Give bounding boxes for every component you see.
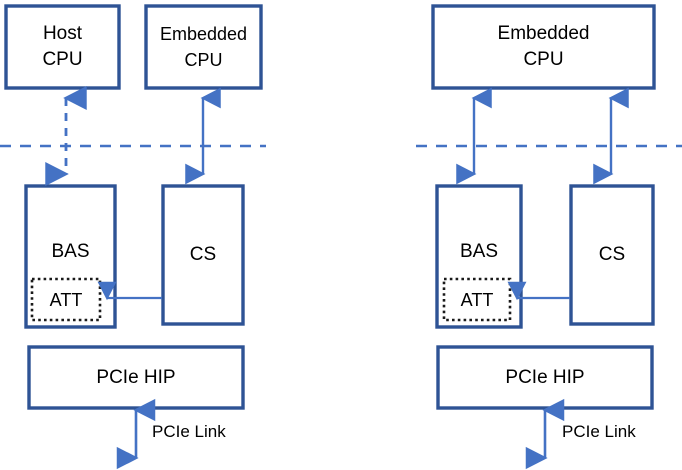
right-att-box	[442, 277, 512, 322]
right-pcie-hip-box	[436, 345, 654, 410]
right-embedded-cpu-box	[431, 4, 656, 90]
right-cs-box	[569, 184, 655, 326]
left-pcie-hip-box	[27, 345, 245, 410]
left-host-cpu-box	[4, 4, 121, 90]
left-att-box	[30, 277, 102, 322]
left-embedded-cpu-box	[144, 4, 263, 90]
left-cs-box	[161, 184, 245, 326]
